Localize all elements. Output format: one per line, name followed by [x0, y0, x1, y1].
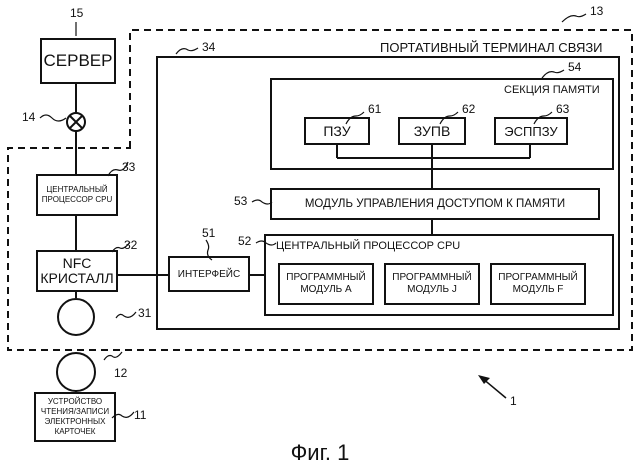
ref-51: 51: [202, 226, 215, 240]
ref-13: 13: [590, 4, 603, 18]
ref-34: 34: [202, 40, 215, 54]
antenna-12-coil: [57, 353, 95, 391]
ram-label: ЗУПВ: [414, 123, 451, 139]
reader-label-line2: ЧТЕНИЯ/ЗАПИСИ: [41, 407, 109, 417]
module-f-label: ПРОГРАММНЫЙ МОДУЛЬ F: [496, 272, 580, 296]
rom-label: ПЗУ: [323, 123, 350, 139]
antenna-31-coil: [58, 299, 94, 335]
module-j-box: ПРОГРАММНЫЙ МОДУЛЬ J: [384, 263, 480, 305]
memory-access-module-box: МОДУЛЬ УПРАВЛЕНИЯ ДОСТУПОМ К ПАМЯТИ: [270, 188, 600, 220]
ref-32: 32: [124, 238, 137, 252]
module-j-label: ПРОГРАММНЫЙ МОДУЛЬ J: [390, 272, 474, 296]
eeprom-label: ЭСППЗУ: [504, 124, 557, 139]
rom-box: ПЗУ: [304, 117, 370, 145]
reader-label-line1: УСТРОЙСТВО: [48, 397, 102, 407]
ref-1: 1: [510, 394, 517, 408]
ref-52: 52: [238, 234, 251, 248]
figure-caption: Фиг. 1: [0, 440, 640, 466]
module-f-box: ПРОГРАММНЫЙ МОДУЛЬ F: [490, 263, 586, 305]
ref-54: 54: [568, 60, 581, 74]
ref-63: 63: [556, 102, 569, 116]
nfc-label-line1: NFC: [63, 256, 92, 271]
card-reader-box: УСТРОЙСТВО ЧТЕНИЯ/ЗАПИСИ ЭЛЕКТРОННЫХ КАР…: [34, 392, 116, 442]
reader-label-line4: КАРТОЧЕК: [55, 427, 96, 437]
ram-box: ЗУПВ: [398, 117, 466, 145]
ref-33: 33: [122, 160, 135, 174]
ref-14: 14: [22, 110, 35, 124]
memory-access-module-label: МОДУЛЬ УПРАВЛЕНИЯ ДОСТУПОМ К ПАМЯТИ: [305, 198, 565, 210]
interface-box: ИНТЕРФЕЙС: [168, 256, 250, 292]
server-label: СЕРВЕР: [44, 51, 113, 71]
cpu-small-box: ЦЕНТРАЛЬНЫЙ ПРОЦЕССОР CPU: [36, 174, 118, 216]
terminal-title: ПОРТАТИВНЫЙ ТЕРМИНАЛ СВЯЗИ: [380, 40, 603, 55]
module-a-box: ПРОГРАММНЫЙ МОДУЛЬ A: [278, 263, 374, 305]
nfc-chip-box: NFC КРИСТАЛЛ: [36, 250, 118, 292]
ref-61: 61: [368, 102, 381, 116]
ref-62: 62: [462, 102, 475, 116]
cpu-small-label: ЦЕНТРАЛЬНЫЙ ПРОЦЕССОР CPU: [40, 185, 114, 205]
memory-section-label: СЕКЦИЯ ПАМЯТИ: [504, 84, 600, 96]
nfc-label-line2: КРИСТАЛЛ: [40, 271, 113, 286]
ref-53: 53: [234, 194, 247, 208]
interface-label: ИНТЕРФЕЙС: [178, 269, 240, 280]
ref-12: 12: [114, 366, 127, 380]
ref-15: 15: [70, 6, 83, 20]
cpu-main-label: ЦЕНТРАЛЬНЫЙ ПРОЦЕССОР CPU: [276, 240, 460, 252]
reader-label-line3: ЭЛЕКТРОННЫХ: [45, 417, 106, 427]
ref-11: 11: [134, 408, 146, 422]
server-box: СЕРВЕР: [40, 38, 116, 84]
eeprom-box: ЭСППЗУ: [494, 117, 568, 145]
module-a-label: ПРОГРАММНЫЙ МОДУЛЬ A: [284, 272, 368, 296]
ref-31: 31: [138, 306, 151, 320]
